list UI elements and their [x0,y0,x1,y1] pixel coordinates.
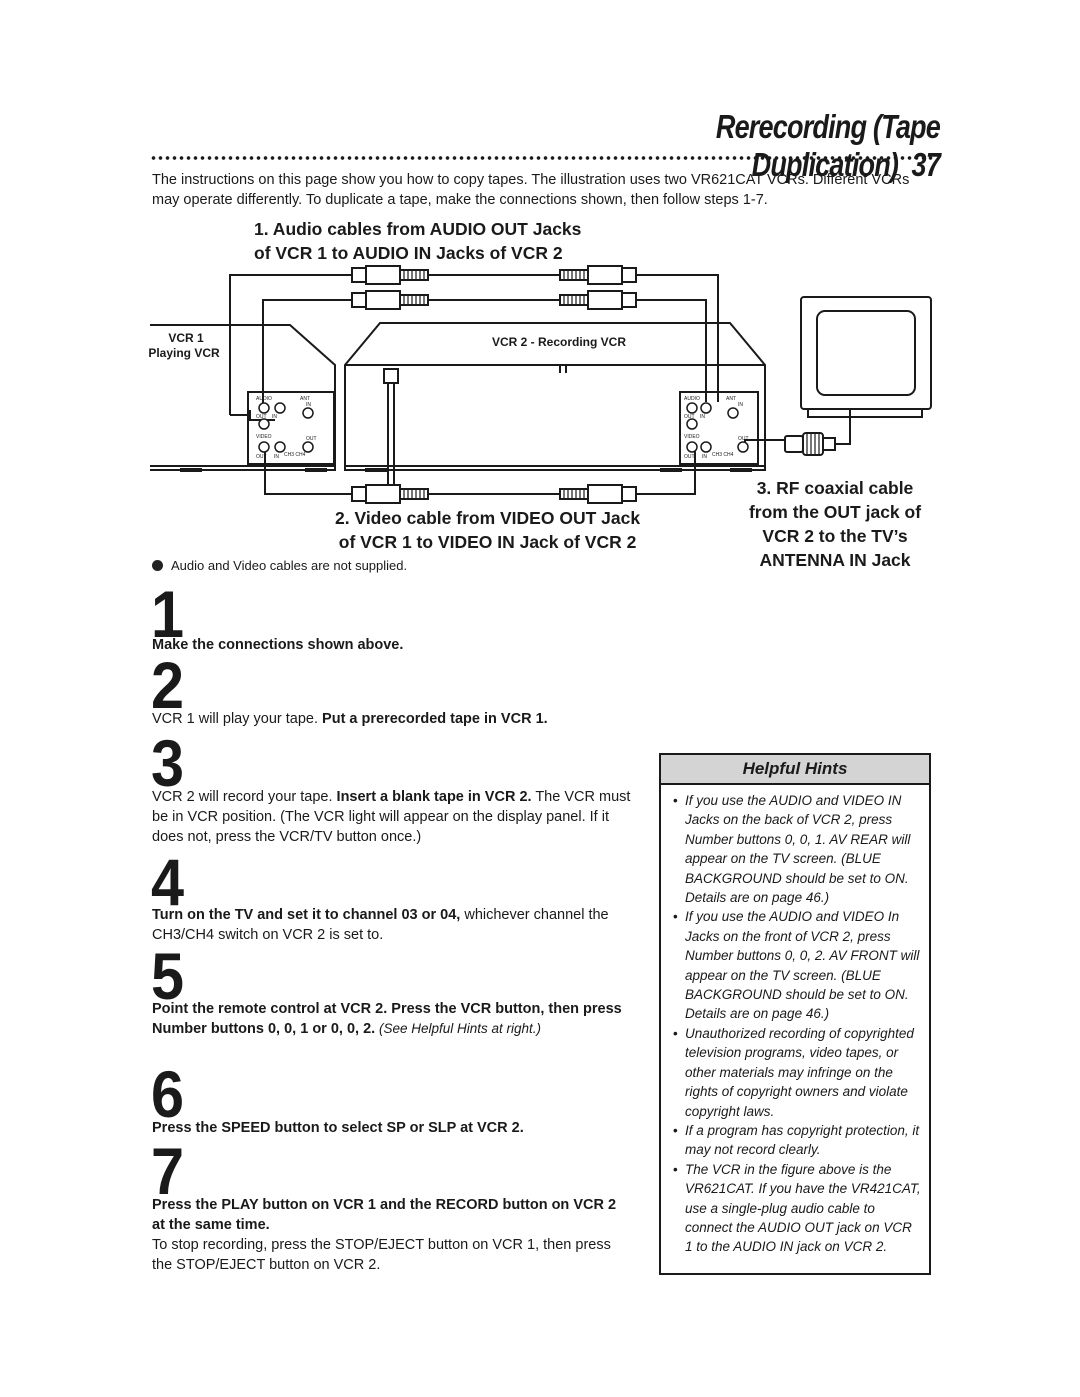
step-instruction: Point the remote control at VCR 2. Press… [152,1001,622,1037]
audio-cable-left [262,299,352,410]
page-title-text: Rerecording (Tape Duplication) [715,108,941,183]
audio-plug-pair-top [351,265,637,285]
step-2-text: VCR 1 will play your tape. Put a prereco… [152,709,632,729]
caption-line: VCR 2 to the TV’s [762,526,908,546]
step-note: (See Helpful Hints at right.) [375,1021,542,1036]
video-plug-pair [351,484,637,504]
vcr1-jack-panel [247,391,335,465]
step-1-text: Make the connections shown above. [152,635,632,655]
vcr1-in-label: IN [272,414,277,420]
step-number: 5 [151,939,185,1013]
vcr2-ant-label: ANT [726,396,736,402]
intro-paragraph: The instructions on this page show you h… [152,172,910,208]
hint-item: If a program has copyright protection, i… [673,1121,921,1160]
step-number: 2 [151,648,185,722]
rf-connector [784,432,836,456]
step-detail: VCR 1 will play your tape. [152,711,323,727]
vcr1-ant-label: ANT [300,396,310,402]
step-instruction: Put a prerecorded tape in VCR 1. [322,711,548,727]
rf-cable-caption: 3. RF coaxial cable from the OUT jack of… [730,476,940,572]
vcr2-rf-out-label: OUT [738,436,749,442]
step-instruction: Turn on the TV and set it to channel 03 … [152,907,461,923]
vcr1-audio-label: AUDIO [256,396,272,402]
hint-item: Unauthorized recording of copyrighted te… [673,1024,921,1121]
tv-screen [816,310,916,396]
step-number: 6 [151,1057,185,1131]
step-instruction: Press the SPEED button to select SP or S… [152,1120,524,1136]
caption-line: of VCR 1 to VIDEO IN Jack of VCR 2 [338,532,637,552]
bullet-icon [152,560,163,571]
helpful-hints-box: Helpful Hints If you use the AUDIO and V… [659,753,931,1275]
audio-cable-caption: 1. Audio cables from AUDIO OUT Jacks of … [254,217,581,265]
vcr1-sublabel: Playing VCR [148,346,220,360]
vcr2-label: VCR 2 - Recording VCR [492,335,626,349]
dotted-divider [150,155,933,161]
caption-line: 3. RF coaxial cable [756,478,914,498]
vcr2-ch-label: CH3 CH4 [712,452,734,458]
video-cable-caption: 2. Video cable from VIDEO OUT Jack of VC… [335,506,640,554]
vcr1-ch-label: CH3 CH4 [284,452,306,458]
note-text: Audio and Video cables are not supplied. [171,558,408,573]
hint-item: If you use the AUDIO and VIDEO In Jacks … [673,907,921,1023]
page-number: 37 [911,146,941,183]
vcr2-ant-in-label: IN [738,402,743,408]
caption-line: 1. Audio cables from AUDIO OUT Jacks [254,219,582,239]
audio-plug-pair-bottom [351,290,637,310]
cables-note: Audio and Video cables are not supplied. [152,558,407,573]
vcr1-label: VCR 1 [168,331,204,345]
step-detail: The VCR must be in VCR position. (The VC… [152,789,631,845]
audio-cable-right [632,274,719,402]
caption-line: ANTENNA IN Jack [759,550,911,570]
vcr1-rf-out-label: OUT [306,436,317,442]
step-number: 7 [151,1134,185,1208]
step-5-text: Point the remote control at VCR 2. Press… [152,999,632,1039]
vcr1-ant-in-label: IN [306,402,311,408]
video-cable-right [632,450,696,495]
step-7-text: Press the PLAY button on VCR 1 and the R… [152,1195,632,1275]
vcr2-audio-label: AUDIO [684,396,700,402]
vcr1-video-out-label: OUT [256,454,267,460]
step-detail: To stop recording, press the STOP/EJECT … [152,1237,611,1273]
vcr1-video-label: VIDEO [256,434,272,440]
hint-item: If you use the AUDIO and VIDEO IN Jacks … [673,791,921,907]
tv-body [800,296,932,410]
connection-diagram: AUDIO ANT IN OUT IN VIDEO OUT OUT IN CH3… [148,265,932,504]
step-number: 4 [151,845,185,919]
vcr2-in-label: IN [700,414,705,420]
hint-item: The VCR in the figure above is the VR621… [673,1160,921,1257]
rf-cable [744,439,790,448]
caption-line: from the OUT jack of [748,502,922,522]
vcr2-out-label: OUT [684,414,695,420]
caption-line: 2. Video cable from VIDEO OUT Jack [335,508,641,528]
vcr1-out-label: OUT [256,414,267,420]
vcr2-video-label: VIDEO [684,434,700,440]
step-instruction: Make the connections shown above. [152,637,404,653]
step-number: 1 [151,577,185,651]
step-instruction: Insert a blank tape in VCR 2. [336,789,532,805]
step-number: 3 [151,726,185,800]
step-3-text: VCR 2 will record your tape. Insert a bl… [152,787,632,847]
hints-list: If you use the AUDIO and VIDEO IN Jacks … [661,785,929,1257]
step-detail: whichever channel the CH3/CH4 switch on … [152,907,609,943]
caption-line: of VCR 1 to AUDIO IN Jacks of VCR 2 [254,243,563,263]
vcr2-video-in-label: IN [702,454,707,460]
vcr2-video-out-label: OUT [684,454,695,460]
step-4-text: Turn on the TV and set it to channel 03 … [152,905,632,945]
step-detail: VCR 2 will record your tape. [152,789,337,805]
vcr1-outline [150,324,336,471]
step-6-text: Press the SPEED button to select SP or S… [152,1118,632,1138]
video-cable-left [264,448,352,495]
vcr1-video-in-label: IN [274,454,279,460]
helpful-hints-title: Helpful Hints [661,755,929,785]
page-title: Rerecording (Tape Duplication) 37 [612,108,941,184]
step-instruction: Press the PLAY button on VCR 1 and the R… [152,1197,617,1233]
